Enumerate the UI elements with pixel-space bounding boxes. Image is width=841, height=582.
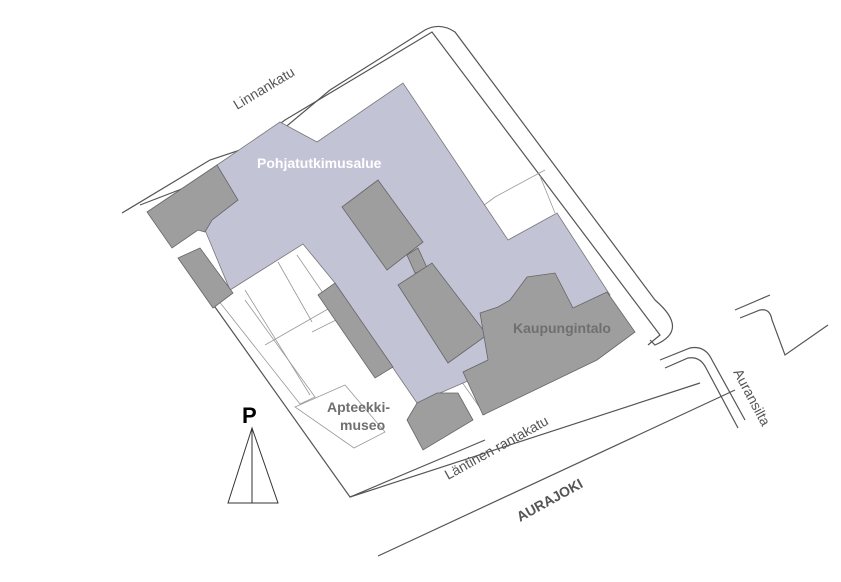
river-label-aurajoki: AURAJOKI	[514, 475, 586, 524]
north-arrow-label: P	[242, 403, 257, 428]
label-pharmacy-museum-2: museo	[340, 417, 385, 433]
aurajoki-edge	[377, 389, 736, 557]
linnankatu-edge	[121, 25, 673, 346]
auransilta-right	[734, 294, 829, 356]
street-label-auransilta: Auransilta	[730, 366, 773, 429]
auransilta-left2	[664, 357, 739, 429]
building[interactable]	[317, 282, 394, 379]
lantinen-rantakatu-edge	[349, 382, 701, 498]
building[interactable]	[406, 392, 474, 451]
label-pharmacy-museum-1: Apteekki-	[327, 399, 390, 415]
street-label-linnankatu: Linnankatu	[230, 64, 297, 113]
building[interactable]	[146, 164, 239, 249]
label-research-area: Pohjatutkimusalue	[257, 155, 382, 171]
block-edge-south	[209, 299, 486, 498]
building[interactable]	[177, 247, 234, 309]
label-city-hall: Kaupungintalo	[513, 320, 611, 336]
north-arrow-icon	[227, 426, 279, 504]
city-hall-building[interactable]	[462, 272, 636, 416]
building[interactable]	[341, 179, 424, 271]
buildings	[146, 164, 636, 451]
auransilta-left	[659, 346, 746, 421]
